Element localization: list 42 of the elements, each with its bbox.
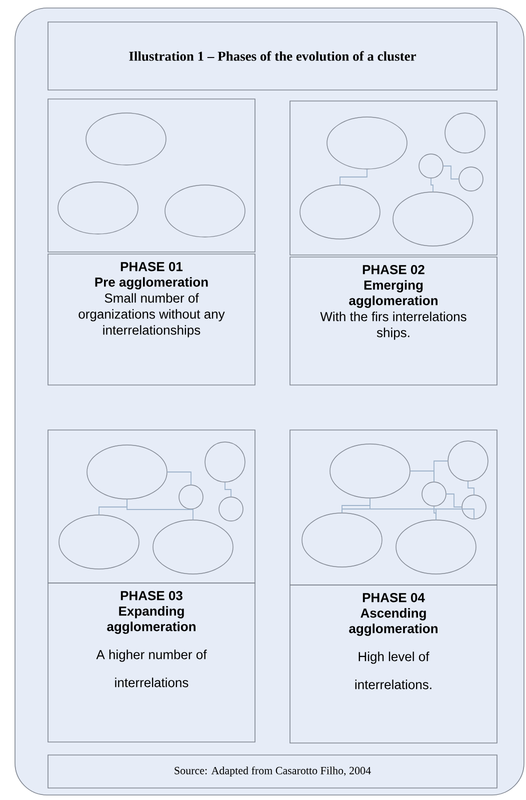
- organization-ellipse: [58, 182, 138, 234]
- panel-box: [48, 430, 256, 584]
- panel-box: [48, 98, 256, 252]
- panel-box: [290, 100, 498, 256]
- connector-line: [442, 166, 460, 180]
- organization-ellipse: [330, 444, 410, 498]
- phase-text-box: PHASE 01 Pre agglomeration Small number of organizations without any interrelationships: [48, 254, 256, 386]
- phase-text-box: PHASE 04 Ascending agglomeration High level of interrelations.: [290, 584, 498, 744]
- organization-ellipse: [396, 520, 476, 574]
- title-box: Illustration 1 – Phases of the evolution of a cluster: [48, 22, 498, 90]
- connector-line: [446, 494, 462, 508]
- organization-ellipse: [302, 512, 382, 568]
- panel-box: [290, 430, 498, 586]
- connector-line: [224, 482, 232, 498]
- organization-circle: [448, 440, 488, 482]
- organization-ellipse: [86, 112, 166, 166]
- organization-circle: [422, 482, 446, 506]
- organization-circle: [458, 166, 484, 192]
- organization-circle: [204, 442, 246, 482]
- connector-line: [468, 480, 474, 496]
- organization-circle: [444, 112, 486, 154]
- organization-ellipse: [326, 116, 408, 170]
- organization-ellipse: [152, 520, 234, 574]
- organization-ellipse: [86, 444, 168, 500]
- organization-ellipse: [392, 192, 474, 246]
- organization-ellipse: [300, 184, 380, 240]
- phase-text-box: PHASE 02 Emerging agglomeration With the firs interrelations ships.: [290, 256, 498, 386]
- organization-circle: [178, 484, 204, 510]
- organization-ellipse: [164, 184, 246, 238]
- connector-line: [126, 498, 194, 520]
- organization-circle: [418, 154, 444, 178]
- organization-circle: [462, 494, 486, 520]
- source-box: Source: Adapted from Casarotto Filho, 2004: [48, 754, 498, 788]
- organization-circle: [218, 496, 244, 522]
- organization-ellipse: [58, 514, 140, 570]
- connector-line: [340, 168, 368, 186]
- connector-line: [166, 472, 192, 486]
- connector-line: [434, 506, 436, 520]
- phase-text-box: PHASE 03 Expanding agglomeration A higher number of interrelations: [48, 582, 256, 742]
- connector-line: [430, 178, 434, 192]
- connector-line: [342, 508, 474, 520]
- connector-line: [434, 460, 448, 482]
